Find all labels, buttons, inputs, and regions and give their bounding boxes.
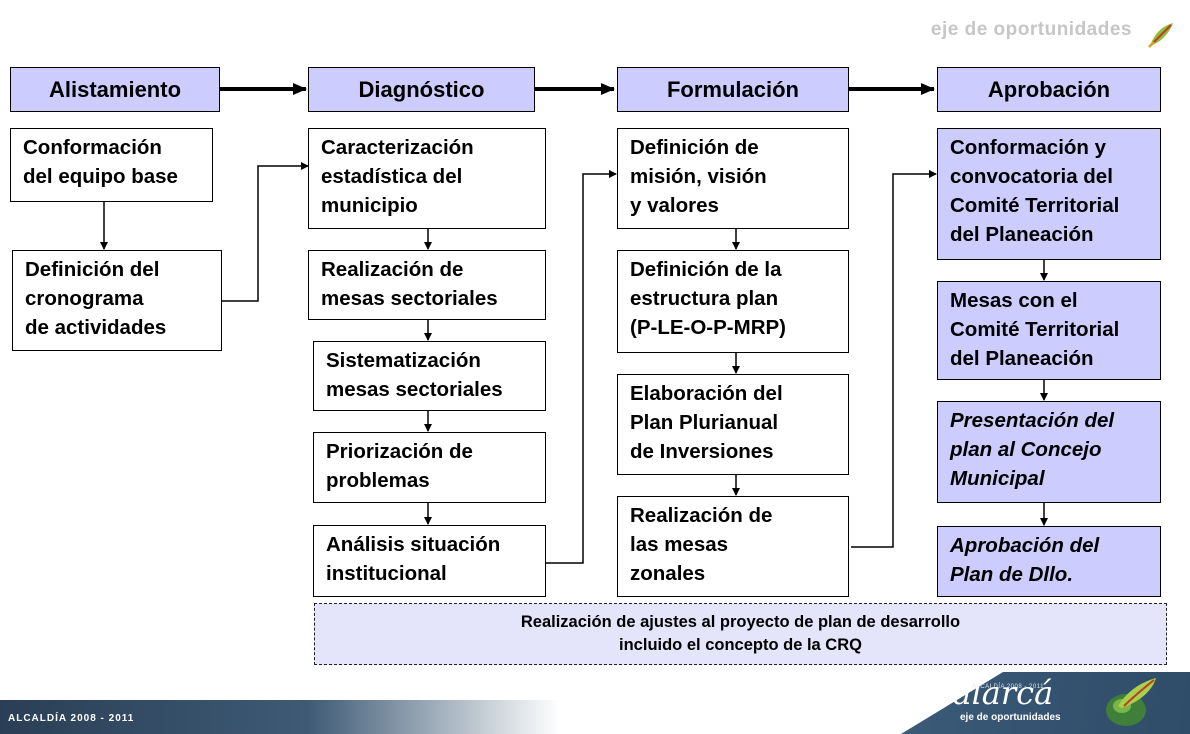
phase-header-formulacion: Formulación xyxy=(617,67,849,112)
step-analisis-institucional: Análisis situación institucional xyxy=(313,525,546,597)
footer-band: ALCALDÍA 2008 - 2011 xyxy=(0,700,560,734)
phase-header-diagnostico: Diagnóstico xyxy=(308,67,535,112)
step-plan-plurianual: Elaboración del Plan Plurianual de Inver… xyxy=(617,374,849,475)
logo-subtitle: eje de oportunidades xyxy=(960,712,1061,723)
adjustments-note: Realización de ajustes al proyecto de pl… xyxy=(314,603,1167,665)
step-mision-vision-valores: Definición de misión, visión y valores xyxy=(617,128,849,229)
step-conformacion-comite: Conformación y convocatoria del Comité T… xyxy=(937,128,1161,260)
logo-small-text: ALCALDÍA 2008 - 2011 xyxy=(972,684,1044,690)
step-definicion-cronograma: Definición del cronograma de actividades xyxy=(12,250,222,351)
phase-header-alistamiento: Alistamiento xyxy=(10,67,220,112)
step-caracterizacion: Caracterización estadística del municipi… xyxy=(308,128,546,229)
connector-c3-c4 xyxy=(851,170,937,548)
step-sistematizacion: Sistematización mesas sectoriales xyxy=(313,341,546,411)
connector-c2-c3 xyxy=(546,170,617,564)
leaf-icon xyxy=(1148,23,1173,48)
step-mesas-comite: Mesas con el Comité Territorial del Plan… xyxy=(937,281,1161,380)
phase-header-aprobacion: Aprobación xyxy=(937,67,1161,112)
globe-leaf-icon xyxy=(1106,678,1156,726)
step-priorizacion: Priorización de problemas xyxy=(313,432,546,503)
calarca-logo: Calarcá xyxy=(928,674,1054,712)
step-realizacion-mesas-sectoriales: Realización de mesas sectoriales xyxy=(308,250,546,320)
footer-text: ALCALDÍA 2008 - 2011 xyxy=(8,713,135,724)
step-conformacion-equipo: Conformación del equipo base xyxy=(10,128,213,202)
step-mesas-zonales: Realización de las mesas zonales xyxy=(617,496,849,597)
connector-c1-c2 xyxy=(222,162,309,302)
step-presentacion-concejo: Presentación del plan al Concejo Municip… xyxy=(937,401,1161,503)
step-aprobacion-plan: Aprobación del Plan de Dllo. xyxy=(937,526,1161,597)
tagline: eje de oportunidades xyxy=(930,19,1132,40)
step-estructura-plan: Definición de la estructura plan (P-LE-O… xyxy=(617,250,849,353)
